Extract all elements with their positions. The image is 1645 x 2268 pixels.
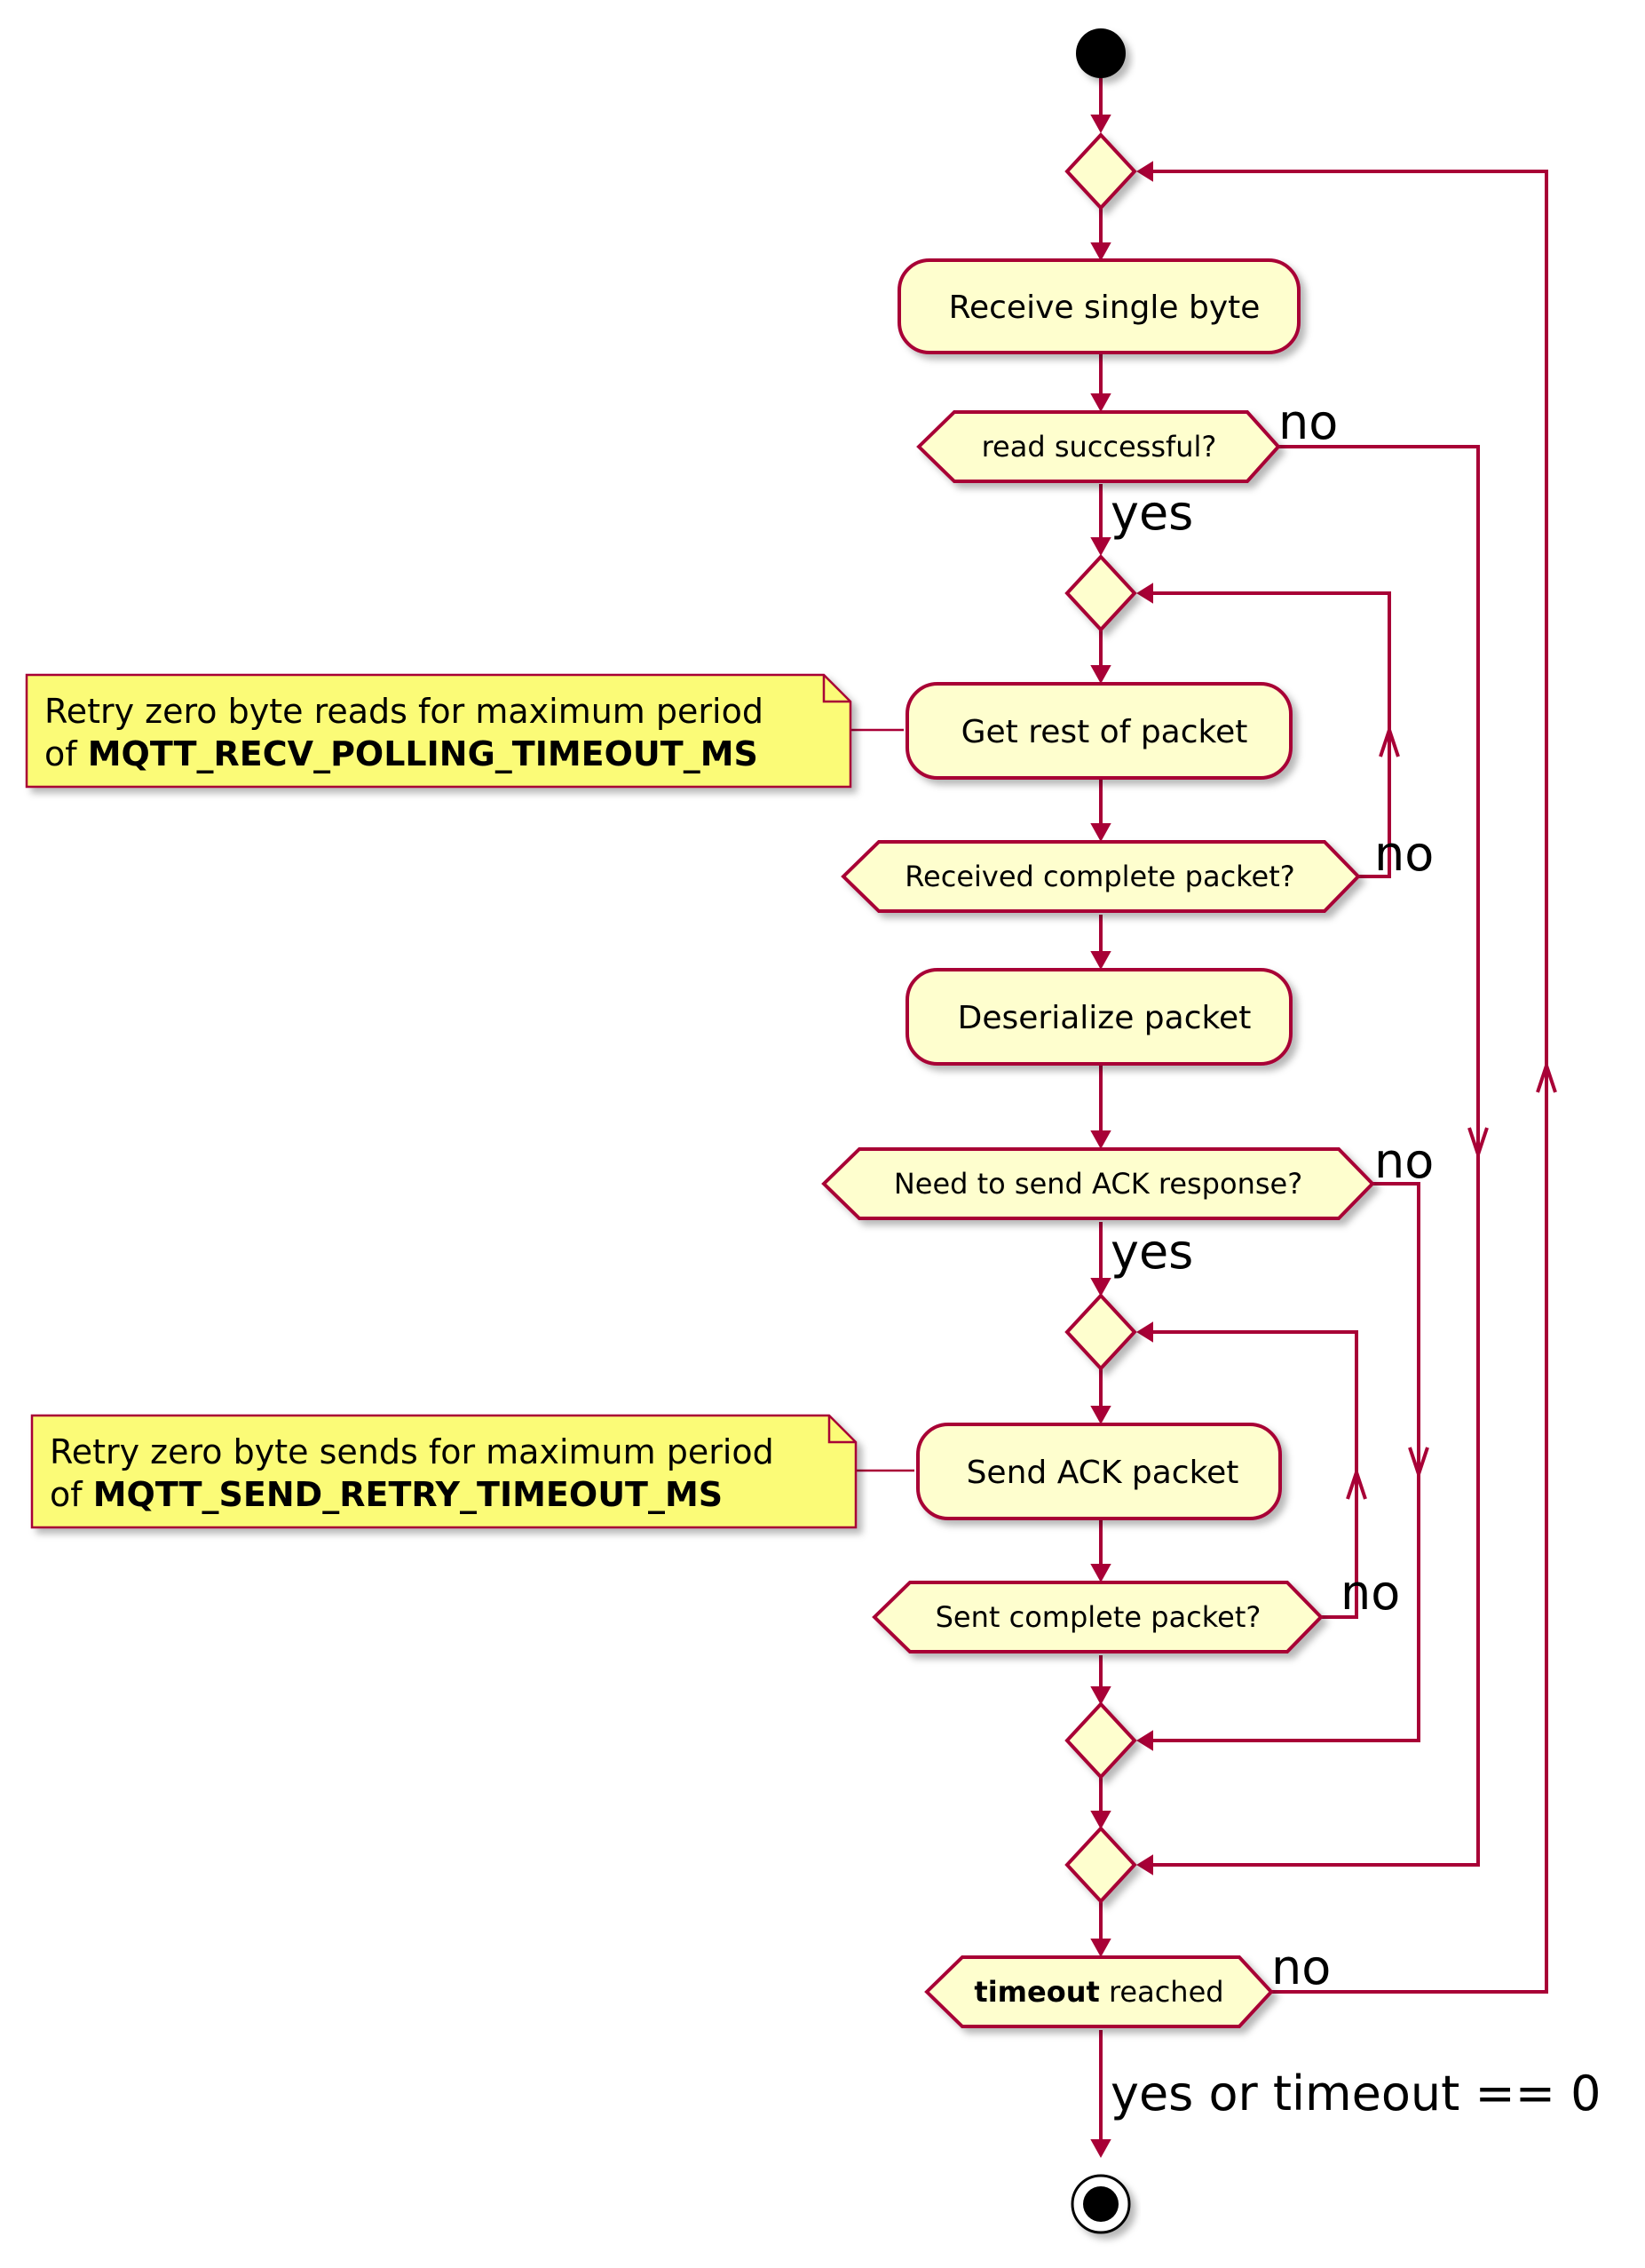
arrow-into-sendack	[1090, 1406, 1111, 1425]
label-needack-yes: yes	[1111, 1224, 1193, 1280]
merge-diamond-3	[1064, 1293, 1137, 1371]
activity-send-ack-label: Send ACK packet	[967, 1455, 1239, 1491]
timeout-reached-text: reached	[1100, 1975, 1224, 2009]
merge-diamond-5	[1064, 1826, 1137, 1904]
note-recv-constant: MQTT_RECV_POLLING_TIMEOUT_MS	[88, 734, 758, 773]
label-final-yes: yes or timeout == 0	[1111, 2066, 1602, 2121]
arrow-into-end	[1090, 2139, 1111, 2159]
activity-deserialize-label: Deserialize packet	[958, 1000, 1252, 1036]
arrow-into-merge1	[1090, 115, 1111, 134]
timeout-keyword: timeout	[974, 1975, 1099, 2009]
label-read-yes: yes	[1111, 485, 1193, 541]
arrow-loop-merge2	[1136, 583, 1153, 604]
arrow-into-timeout	[1090, 1939, 1111, 1958]
decision-need-ack: Need to send ACK response?	[821, 1147, 1375, 1220]
decision-read-successful-label: read successful?	[982, 430, 1217, 464]
arrow-into-received	[1090, 823, 1111, 843]
arrow-into-merge5	[1090, 1811, 1111, 1830]
note-send-of: of	[50, 1475, 93, 1514]
arrow-into-getrest	[1090, 665, 1111, 685]
arrow-into-needack	[1090, 1130, 1111, 1150]
arrow-into-sent	[1090, 1564, 1111, 1583]
chevron-needack-no	[1408, 1447, 1429, 1480]
end-node	[1071, 2174, 1131, 2234]
arrowheads	[1090, 115, 1557, 2159]
activity-get-rest-label: Get rest of packet	[961, 714, 1248, 750]
decision-need-ack-label: Need to send ACK response?	[894, 1167, 1302, 1201]
note-recv-line2: of MQTT_RECV_POLLING_TIMEOUT_MS	[44, 734, 758, 773]
decision-received-complete: Received complete packet?	[841, 840, 1361, 913]
edges	[850, 78, 1548, 2154]
arrow-into-deserialize	[1090, 951, 1111, 971]
merge-diamond-2	[1064, 554, 1137, 632]
activity-deserialize-packet: Deserialize packet	[906, 968, 1293, 1066]
decision-timeout-label: timeout reached	[974, 1975, 1223, 2009]
branch-labels: no yes no no yes no no yes or timeout ==…	[1111, 394, 1602, 2121]
note-send-retry: Retry zero byte sends for maximum period…	[30, 1414, 858, 1529]
note-recv-line1: Retry zero byte reads for maximum period	[44, 692, 763, 731]
arrow-loop-merge3	[1136, 1321, 1153, 1343]
decision-sent-complete: Sent complete packet?	[872, 1581, 1324, 1653]
activity-receive-label: Receive single byte	[949, 289, 1261, 326]
edge-needack-no	[1140, 1182, 1420, 1742]
arrow-loop-merge5	[1136, 1854, 1153, 1875]
note-recv-of: of	[44, 734, 88, 773]
label-timeout-no: no	[1271, 1939, 1331, 1995]
decision-timeout-reached: timeout reached	[924, 1955, 1274, 2028]
activity-send-ack-packet: Send ACK packet	[916, 1423, 1282, 1520]
note-send-line1: Retry zero byte sends for maximum period	[50, 1432, 774, 1471]
note-recv-polling: Retry zero byte reads for maximum period…	[25, 673, 852, 789]
start-node	[1076, 28, 1126, 78]
label-received-no: no	[1374, 826, 1434, 882]
chevron-received-loop	[1379, 724, 1400, 757]
label-needack-no: no	[1374, 1133, 1434, 1189]
arrow-loop-merge4	[1136, 1730, 1153, 1751]
arrow-into-read	[1090, 393, 1111, 413]
label-sent-no: no	[1341, 1565, 1400, 1621]
merge-diamond-4	[1064, 1701, 1137, 1780]
chevron-timeout-loop	[1536, 1059, 1557, 1093]
chevron-read-no	[1467, 1127, 1489, 1161]
arrow-into-merge2	[1090, 537, 1111, 557]
arrow-into-receive	[1090, 242, 1111, 262]
merge-diamond-1	[1064, 132, 1137, 210]
decision-received-complete-label: Received complete packet?	[905, 860, 1295, 893]
decision-sent-complete-label: Sent complete packet?	[936, 1600, 1261, 1634]
arrow-into-merge3	[1090, 1278, 1111, 1297]
chevron-sent-loop	[1346, 1466, 1367, 1500]
note-send-line2: of MQTT_SEND_RETRY_TIMEOUT_MS	[50, 1475, 723, 1514]
decision-read-successful: read successful?	[916, 410, 1281, 483]
edge-timeout-no-loop	[1140, 170, 1548, 1994]
arrow-loop-merge1	[1136, 161, 1153, 182]
note-send-constant: MQTT_SEND_RETRY_TIMEOUT_MS	[93, 1475, 723, 1514]
activity-receive-single-byte: Receive single byte	[898, 258, 1301, 354]
arrow-into-merge4	[1090, 1686, 1111, 1706]
activity-get-rest-of-packet: Get rest of packet	[906, 682, 1293, 780]
label-read-no: no	[1278, 394, 1338, 450]
